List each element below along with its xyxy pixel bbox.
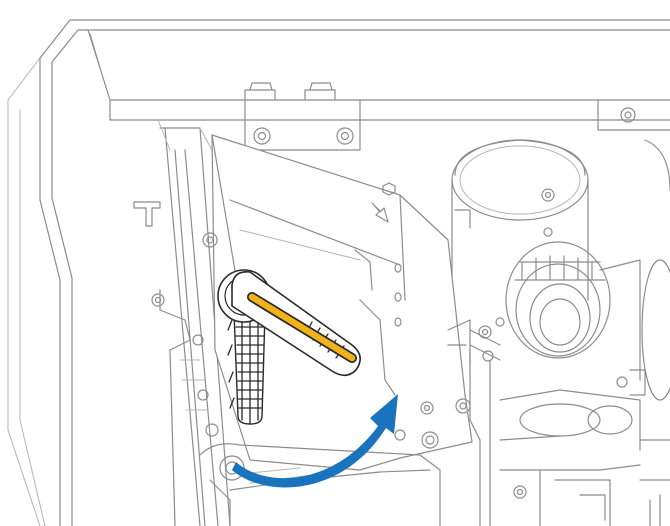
open-direction-arrow-icon	[371, 182, 396, 223]
lever-grip-knurling	[227, 304, 265, 424]
ribbon-supply-spindle	[451, 139, 611, 359]
rotation-arrow	[232, 394, 398, 488]
sensor-marker-icon	[133, 201, 161, 227]
lever-icon	[217, 269, 361, 425]
printer-frame	[7, 19, 670, 526]
ribbon-takeup-spindle	[599, 139, 670, 401]
lower-right-mechanism	[469, 329, 670, 526]
mounting-plate	[244, 99, 670, 151]
hinge-tabs	[244, 82, 336, 101]
printhead-housing	[202, 134, 492, 471]
left-frame-columns	[151, 119, 231, 526]
